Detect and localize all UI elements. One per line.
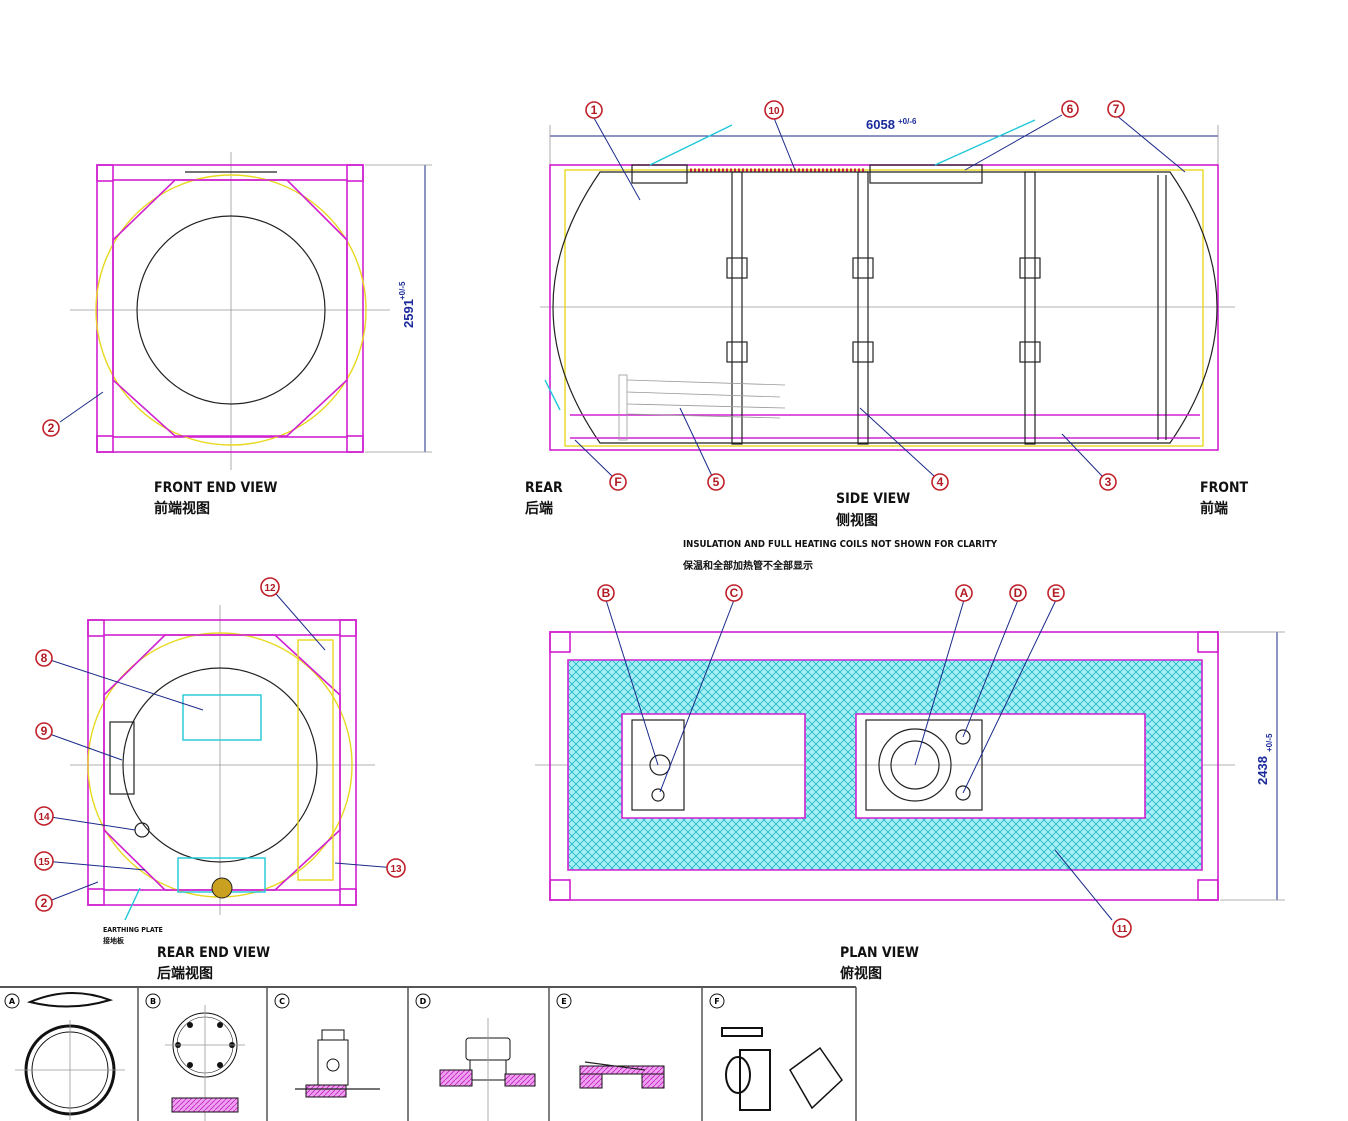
- earthing-plate-label-cn: 接地板: [103, 936, 125, 945]
- detail-F: F: [709, 993, 843, 1111]
- callout-11: 11: [1112, 918, 1132, 938]
- svg-text:E: E: [561, 997, 566, 1006]
- callout-14: 14: [34, 806, 54, 826]
- rear-end-view-title-cn: 后端视图: [157, 965, 213, 982]
- svg-text:D: D: [1014, 586, 1023, 600]
- svg-text:B: B: [602, 586, 611, 600]
- svg-text:3: 3: [1105, 475, 1112, 489]
- plan-view-title-cn: 俯视图: [840, 965, 882, 982]
- front-end-view-title-cn: 前端视图: [154, 500, 210, 517]
- callout-C: C: [725, 584, 743, 602]
- svg-text:2: 2: [48, 421, 55, 435]
- callout-F: F: [609, 473, 627, 491]
- svg-text:F: F: [714, 997, 719, 1006]
- rear-end-view-title: REAR END VIEW: [157, 945, 270, 961]
- height-dimension: 2591: [401, 299, 416, 328]
- callout-6: 6: [1061, 100, 1079, 118]
- callout-B: B: [597, 584, 615, 602]
- callouts: 1 2 3 4 5 6 7 8 9 10 11 12 13 14 15 2 A …: [34, 100, 1132, 938]
- detail-E: E: [556, 993, 665, 1089]
- side-view: 6058 +0/-6 REAR 后端 FRONT 前端 S: [525, 114, 1249, 572]
- side-view-title-cn: 侧视图: [836, 512, 878, 529]
- detail-D: D: [415, 993, 536, 1121]
- front-end-view-title: FRONT END VIEW: [154, 480, 278, 496]
- rear-label-cn: 后端: [525, 500, 553, 517]
- svg-text:F: F: [614, 475, 621, 489]
- plan-view: 2438 +0/-5 PLAN VIEW 俯视图: [535, 599, 1285, 982]
- svg-text:12: 12: [264, 583, 276, 594]
- side-view-title: SIDE VIEW: [836, 491, 910, 507]
- svg-text:D: D: [420, 997, 427, 1006]
- svg-text:C: C: [279, 997, 285, 1006]
- plan-view-title: PLAN VIEW: [840, 945, 919, 961]
- svg-text:A: A: [9, 997, 16, 1006]
- note-cn: 保温和全部加热管不全部显示: [682, 559, 813, 572]
- callout-E: E: [1047, 584, 1065, 602]
- note-en: INSULATION AND FULL HEATING COILS NOT SH…: [683, 539, 998, 550]
- rear-end-view: EARTHING PLATE 接地板 REAR END VIEW 后端视图: [43, 586, 397, 982]
- callout-8: 8: [35, 649, 53, 667]
- detail-C: C: [274, 993, 380, 1098]
- rear-label: REAR: [525, 480, 563, 496]
- callout-12: 12: [260, 577, 280, 597]
- width-dimension: 2438: [1255, 756, 1270, 785]
- callout-2b: 2: [35, 894, 53, 912]
- front-label: FRONT: [1200, 480, 1249, 496]
- front-end-view: 2591 +0/-5 FRONT END VIEW 前端视图: [59, 152, 432, 517]
- height-tolerance: +0/-5: [398, 281, 407, 300]
- callout-2: 2: [42, 419, 60, 437]
- svg-text:8: 8: [41, 651, 48, 665]
- callout-1: 1: [585, 101, 603, 119]
- callout-7: 7: [1107, 100, 1125, 118]
- svg-text:E: E: [1052, 586, 1060, 600]
- earthing-plate-label: EARTHING PLATE: [103, 926, 163, 934]
- svg-text:7: 7: [1113, 102, 1120, 116]
- callout-A: A: [955, 584, 973, 602]
- svg-text:2: 2: [41, 896, 48, 910]
- front-label-cn: 前端: [1200, 500, 1228, 517]
- svg-text:A: A: [960, 586, 969, 600]
- svg-text:C: C: [730, 586, 739, 600]
- svg-text:10: 10: [768, 106, 780, 117]
- width-tolerance: +0/-5: [1265, 733, 1274, 752]
- svg-text:11: 11: [1117, 924, 1128, 935]
- callout-15: 15: [34, 851, 54, 871]
- svg-text:9: 9: [41, 724, 48, 738]
- svg-text:4: 4: [937, 475, 944, 489]
- svg-text:B: B: [150, 997, 156, 1006]
- detail-B: B: [145, 993, 245, 1121]
- callout-13: 13: [386, 858, 406, 878]
- svg-text:5: 5: [713, 475, 720, 489]
- svg-text:1: 1: [591, 103, 598, 117]
- callout-10: 10: [764, 100, 784, 120]
- callout-5: 5: [707, 473, 725, 491]
- callout-4: 4: [931, 473, 949, 491]
- svg-text:15: 15: [38, 857, 50, 868]
- svg-text:6: 6: [1067, 102, 1074, 116]
- svg-text:14: 14: [38, 812, 50, 823]
- callout-9: 9: [35, 722, 53, 740]
- detail-A: A: [4, 992, 125, 1120]
- length-tolerance: +0/-6: [898, 117, 917, 126]
- svg-text:13: 13: [390, 864, 402, 875]
- detail-strip: A B C D E: [0, 986, 857, 1121]
- callout-3: 3: [1099, 473, 1117, 491]
- length-dimension: 6058: [866, 117, 895, 132]
- callout-D: D: [1009, 584, 1027, 602]
